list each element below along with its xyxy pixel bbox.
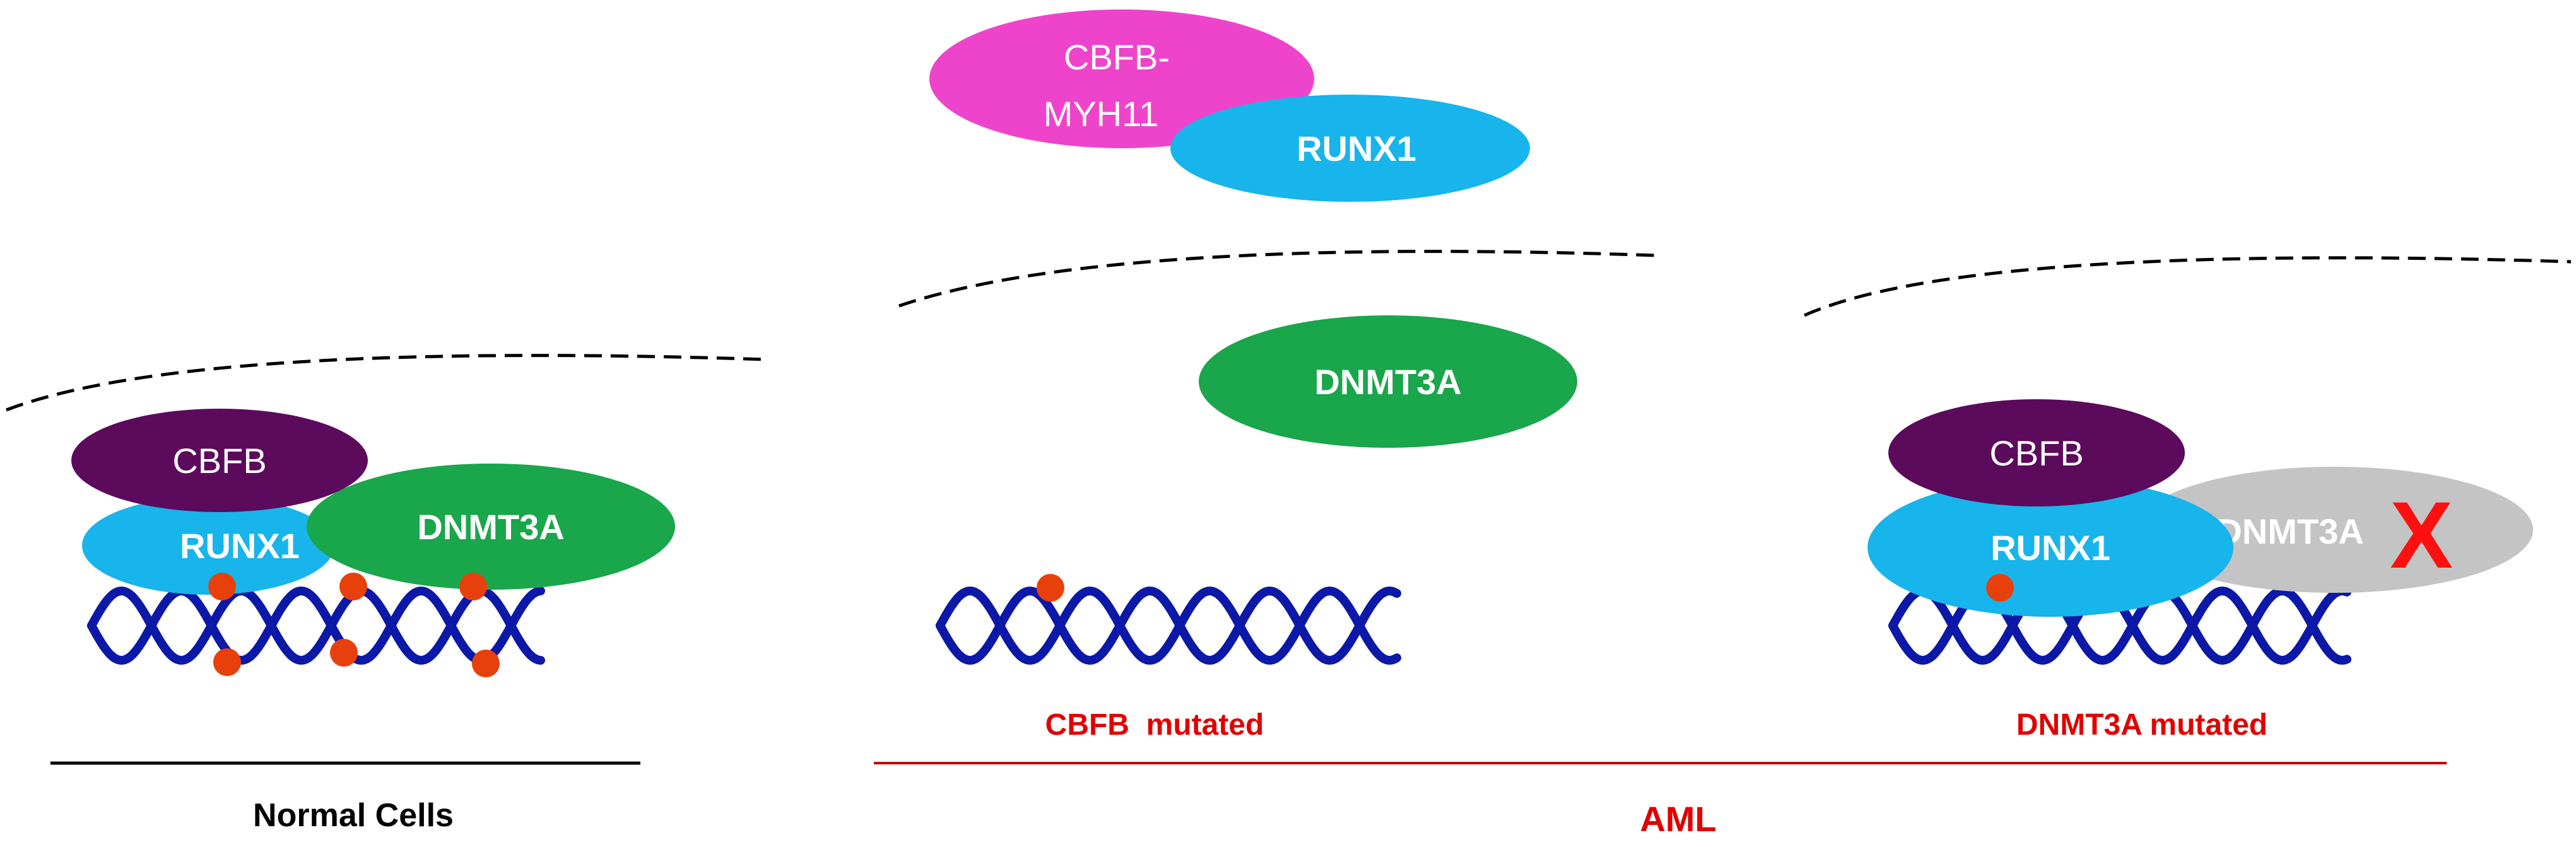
methylation-mark-icon (339, 573, 367, 600)
runx1-label: RUNX1 (1297, 129, 1416, 168)
methylation-mark-icon (208, 573, 236, 600)
runx1-protein (1170, 95, 1530, 202)
cbfb-protein (71, 409, 368, 512)
membrane-arc-dnmt3a (1803, 256, 2572, 317)
caption-normal-cells: Normal Cells (253, 797, 454, 834)
runx1-protein (1867, 478, 2233, 617)
fusion-label-line2: MYH11 (1044, 94, 1159, 134)
mutation-cross-icon: X (2390, 482, 2453, 588)
panel-normal-cells: RUNX1 CBFB DNMT3A Normal Cells (50, 409, 675, 834)
dna-strand (87, 586, 545, 665)
caption-dnmt3a-mutated: DNMT3A mutated (2016, 708, 2267, 742)
runx1-label: RUNX1 (180, 526, 300, 566)
panel-dnmt3a-mutated: DNMT3A X RUNX1 CBFB DNMT3A mutated (1867, 399, 2533, 742)
cbfb-protein (1888, 399, 2185, 506)
methylation-mark-icon (1986, 574, 2014, 602)
dnmt3a-label: DNMT3A (1314, 362, 1461, 402)
dnmt3a-label: DNMT3A (417, 507, 564, 547)
methylation-mark-icon (330, 639, 358, 667)
methylation-mark-icon (213, 648, 241, 676)
membrane-arc-cbfb (898, 250, 1657, 308)
dnmt3a-protein (307, 464, 675, 590)
runx1-label: RUNX1 (1991, 528, 2110, 568)
dna-helix-icon (936, 586, 1401, 665)
dnmt3a-mutant-protein (2136, 467, 2533, 593)
methylation-mark-icon (459, 573, 487, 600)
caption-cbfb-mutated: CBFB mutated (1045, 708, 1264, 742)
methylation-mark-icon (1037, 574, 1064, 602)
cbfb-label: CBFB (172, 441, 266, 481)
dnmt3a-label: DNMT3A (2216, 511, 2363, 551)
fusion-label-line1: CBFB- (1064, 37, 1170, 77)
dna-strand (87, 586, 545, 665)
membrane-arc-normal (6, 354, 767, 412)
dna-helix-icon (87, 586, 545, 665)
dna-strand (936, 586, 1401, 665)
runx1-protein (82, 496, 334, 595)
cbfb-label: CBFB (1989, 433, 2083, 473)
panel-cbfb-mutated: CBFB- MYH11 RUNX1 DNMT3A CBFB mutated (929, 9, 1577, 742)
dna-strand (936, 586, 1401, 665)
dna-strand (1888, 586, 2351, 665)
methylation-mark-icon (472, 650, 500, 677)
dnmt3a-protein (1199, 315, 1577, 448)
aml-label: AML (1640, 799, 1716, 839)
